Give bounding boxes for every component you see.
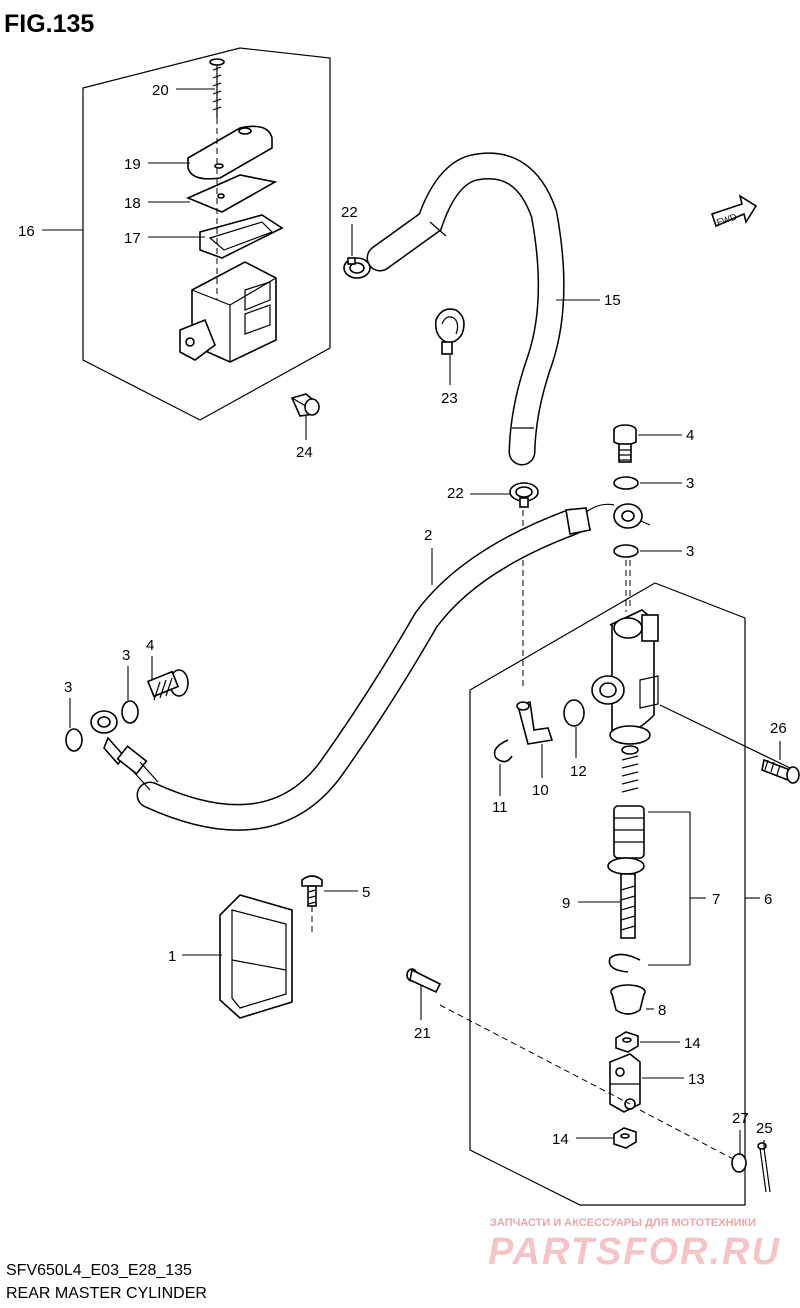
- watermark-brand: PARTSFOR.RU: [488, 1231, 781, 1273]
- callout-label-5: 5: [362, 884, 370, 901]
- reservoir-screw[interactable]: [209, 58, 225, 118]
- diagram-title: REAR MASTER CYLINDER: [6, 1285, 207, 1302]
- callout-label-12: 12: [570, 763, 587, 780]
- callout-label-3: 3: [122, 647, 130, 664]
- callout-label-14: 14: [684, 1035, 701, 1052]
- pin-axis-line-2: [639, 1109, 736, 1161]
- callout-label-3: 3: [686, 475, 694, 492]
- clevis-pin[interactable]: [406, 968, 442, 994]
- callout-label-4: 4: [146, 637, 154, 654]
- callout-label-25: 25: [756, 1120, 773, 1137]
- callout-label-3: 3: [64, 679, 72, 696]
- callout-label-19: 19: [124, 156, 141, 173]
- nut-upper[interactable]: [615, 1031, 639, 1053]
- callout-label-24: 24: [296, 444, 313, 461]
- callout-label-11: 11: [492, 799, 508, 816]
- piston-set[interactable]: [607, 805, 645, 939]
- callout-label-1: 1: [168, 948, 176, 965]
- callout-label-8: 8: [658, 1002, 666, 1019]
- callout-label-6: 6: [764, 891, 772, 908]
- pin-axis-line: [439, 1004, 631, 1105]
- callout-label-17: 17: [124, 230, 141, 247]
- reservoir-diaphragm[interactable]: [199, 214, 284, 259]
- clevis[interactable]: [609, 1053, 641, 1113]
- callout-label-4: 4: [686, 427, 694, 444]
- brake-hose-fitting-upper: [565, 503, 651, 535]
- sealing-washer-lower-b[interactable]: [65, 728, 83, 752]
- reservoir-hose[interactable]: [368, 153, 564, 464]
- model-code: SFV650L4_E03_E28_135: [6, 1262, 192, 1279]
- reservoir-cap[interactable]: [187, 125, 273, 180]
- bracket-7: [648, 811, 706, 966]
- nut-lower[interactable]: [613, 1127, 637, 1149]
- callout-label-21: 21: [414, 1025, 431, 1042]
- hose-elbow[interactable]: [516, 700, 554, 745]
- reservoir-bolt[interactable]: [290, 393, 320, 417]
- figure-title: FIG.135: [4, 10, 94, 38]
- callout-label-9: 9: [562, 895, 570, 912]
- callout-label-26: 26: [770, 720, 787, 737]
- sealing-washer-upper-b[interactable]: [613, 544, 639, 558]
- cotter-pin[interactable]: [757, 1142, 771, 1193]
- dust-boot[interactable]: [610, 984, 646, 1015]
- reservoir-plate[interactable]: [185, 174, 278, 213]
- callout-label-2: 2: [424, 527, 432, 544]
- fwd-arrow-badge: FWD: [710, 194, 758, 227]
- guard[interactable]: [219, 894, 293, 1019]
- callout-label-10: 10: [532, 782, 549, 799]
- o-ring[interactable]: [563, 699, 585, 727]
- union-bolt-upper[interactable]: [613, 424, 637, 463]
- master-cylinder-bolt[interactable]: [659, 704, 800, 784]
- reservoir-body[interactable]: [179, 118, 277, 363]
- circlip-upper[interactable]: [493, 739, 513, 763]
- callout-label-27: 27: [732, 1110, 749, 1127]
- master-cylinder-group-box: [469, 582, 746, 1206]
- union-bolt-lower[interactable]: [146, 669, 189, 701]
- hose-clamp-loose[interactable]: [434, 308, 465, 355]
- brake-hose-outline: [136, 508, 586, 831]
- callout-label-23: 23: [441, 390, 458, 407]
- callout-label-13: 13: [688, 1071, 705, 1088]
- callout-label-22: 22: [341, 204, 358, 221]
- hose-clamp-upper[interactable]: [343, 257, 371, 279]
- callout-label-7: 7: [712, 891, 720, 908]
- brake-hose-fitting-lower: [90, 710, 159, 791]
- callout-label-18: 18: [124, 195, 141, 212]
- guard-screw[interactable]: [301, 875, 323, 907]
- sealing-washer-lower-a[interactable]: [121, 700, 139, 724]
- washer[interactable]: [731, 1153, 747, 1173]
- callout-label-3: 3: [686, 543, 694, 560]
- circlip-lower[interactable]: [608, 953, 641, 973]
- watermark-tagline: ЗАПЧАСТИ И АКСЕССУАРЫ ДЛЯ МОТОТЕХНИКИ: [490, 1217, 756, 1229]
- brake-hose[interactable]: [138, 510, 584, 830]
- hose-clamp-lower[interactable]: [509, 482, 539, 508]
- sealing-washer-upper-a[interactable]: [613, 476, 639, 490]
- callout-label-22: 22: [447, 485, 464, 502]
- callout-label-20: 20: [152, 82, 169, 99]
- callout-label-15: 15: [604, 292, 621, 309]
- piston-spring[interactable]: [621, 745, 639, 793]
- callout-label-16: 16: [18, 223, 35, 240]
- callout-label-14: 14: [552, 1131, 569, 1148]
- reservoir-group-box: [82, 47, 331, 421]
- master-cylinder-body[interactable]: [591, 609, 659, 745]
